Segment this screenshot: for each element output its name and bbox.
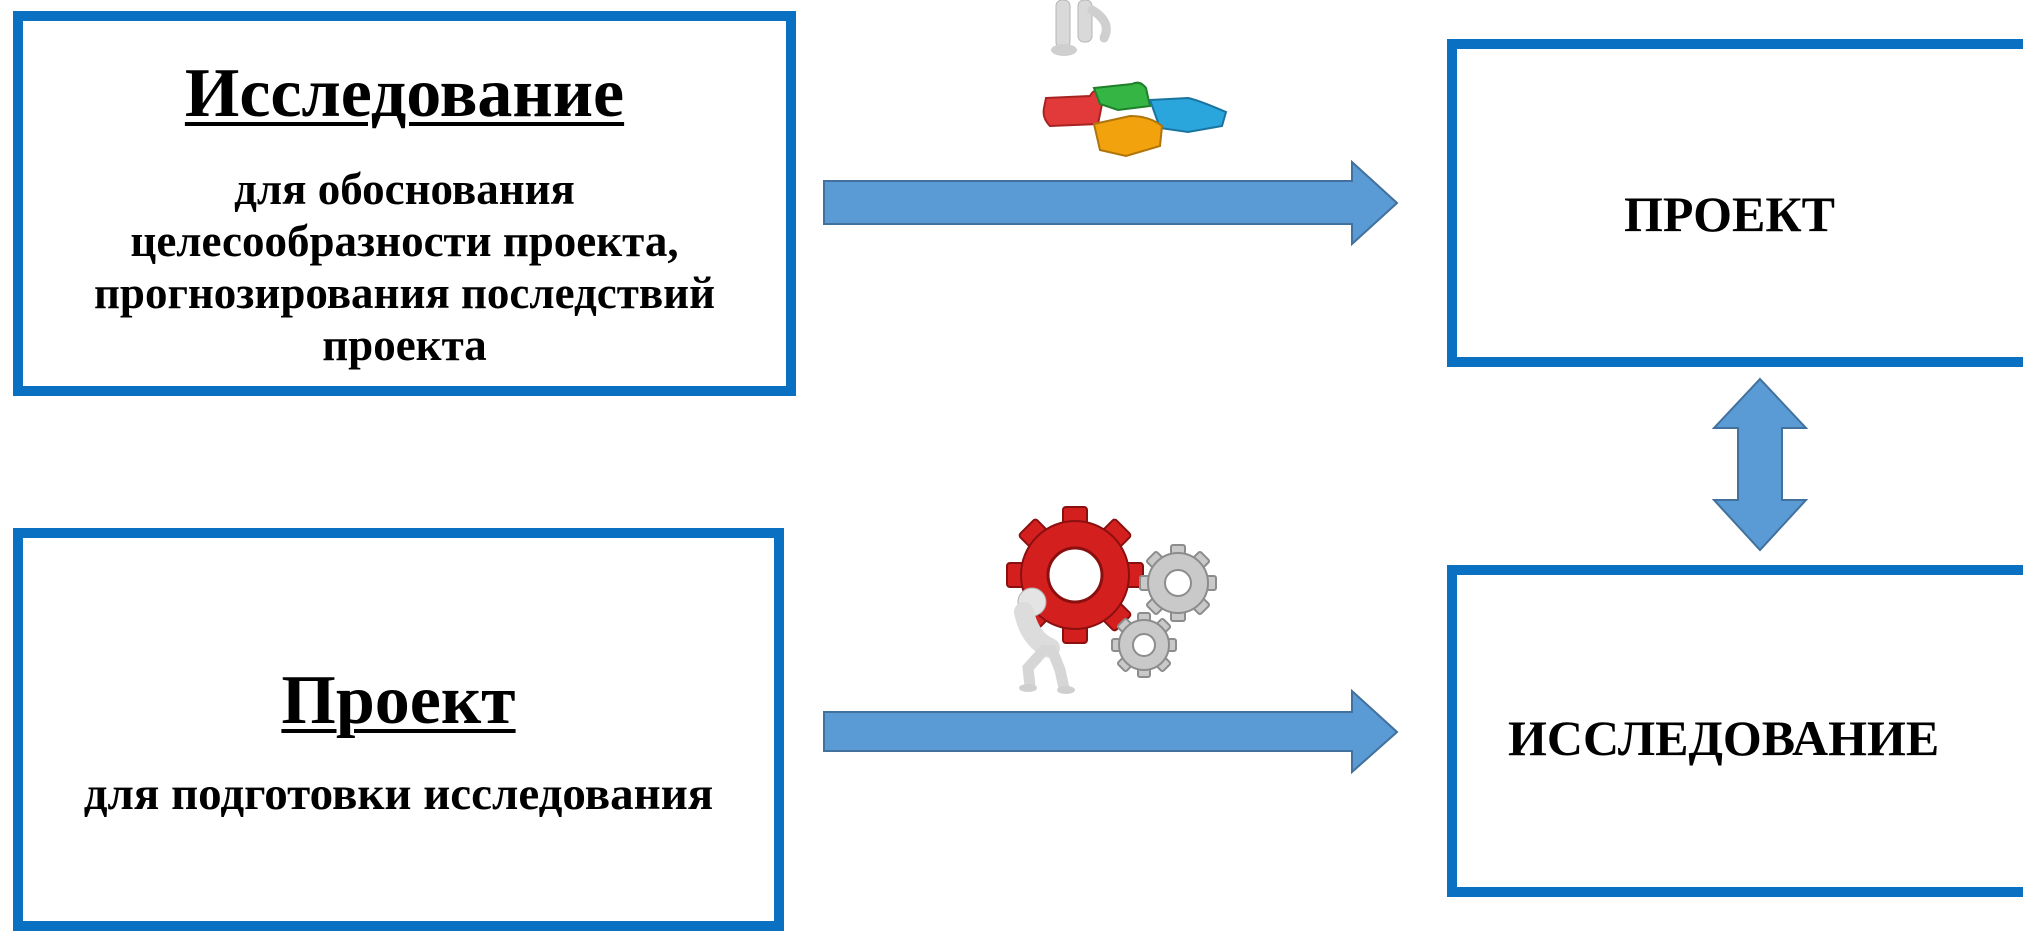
- research-desc-line: прогнозирования последствий: [93, 268, 715, 318]
- research-result-label: ИССЛЕДОВАНИЕ: [1508, 710, 1940, 766]
- right-arrow-top: [823, 159, 1399, 247]
- person-with-puzzle-icon: [1042, 0, 1228, 158]
- project-box: Проект для подготовки исследования: [13, 528, 784, 931]
- project-result-label: ПРОЕКТ: [1624, 186, 1835, 242]
- person-carrying-gears-icon: [1006, 506, 1217, 694]
- research-desc-line: проекта: [322, 320, 487, 370]
- right-arrow-bottom: [823, 688, 1399, 775]
- project-result-box: ПРОЕКТ: [1447, 39, 2023, 367]
- project-title: Проект: [281, 662, 516, 739]
- double-arrow-vertical: [1711, 377, 1809, 552]
- research-result-box: ИССЛЕДОВАНИЕ: [1447, 565, 2023, 897]
- research-title: Исследование: [184, 55, 625, 132]
- research-desc-line: для обоснования: [234, 164, 575, 214]
- research-description: для обоснования целесообразности проекта…: [23, 163, 786, 371]
- research-desc-line: целесообразности проекта,: [130, 216, 679, 266]
- research-box: Исследование для обоснования целесообраз…: [13, 11, 796, 396]
- project-description: для подготовки исследования: [83, 768, 714, 820]
